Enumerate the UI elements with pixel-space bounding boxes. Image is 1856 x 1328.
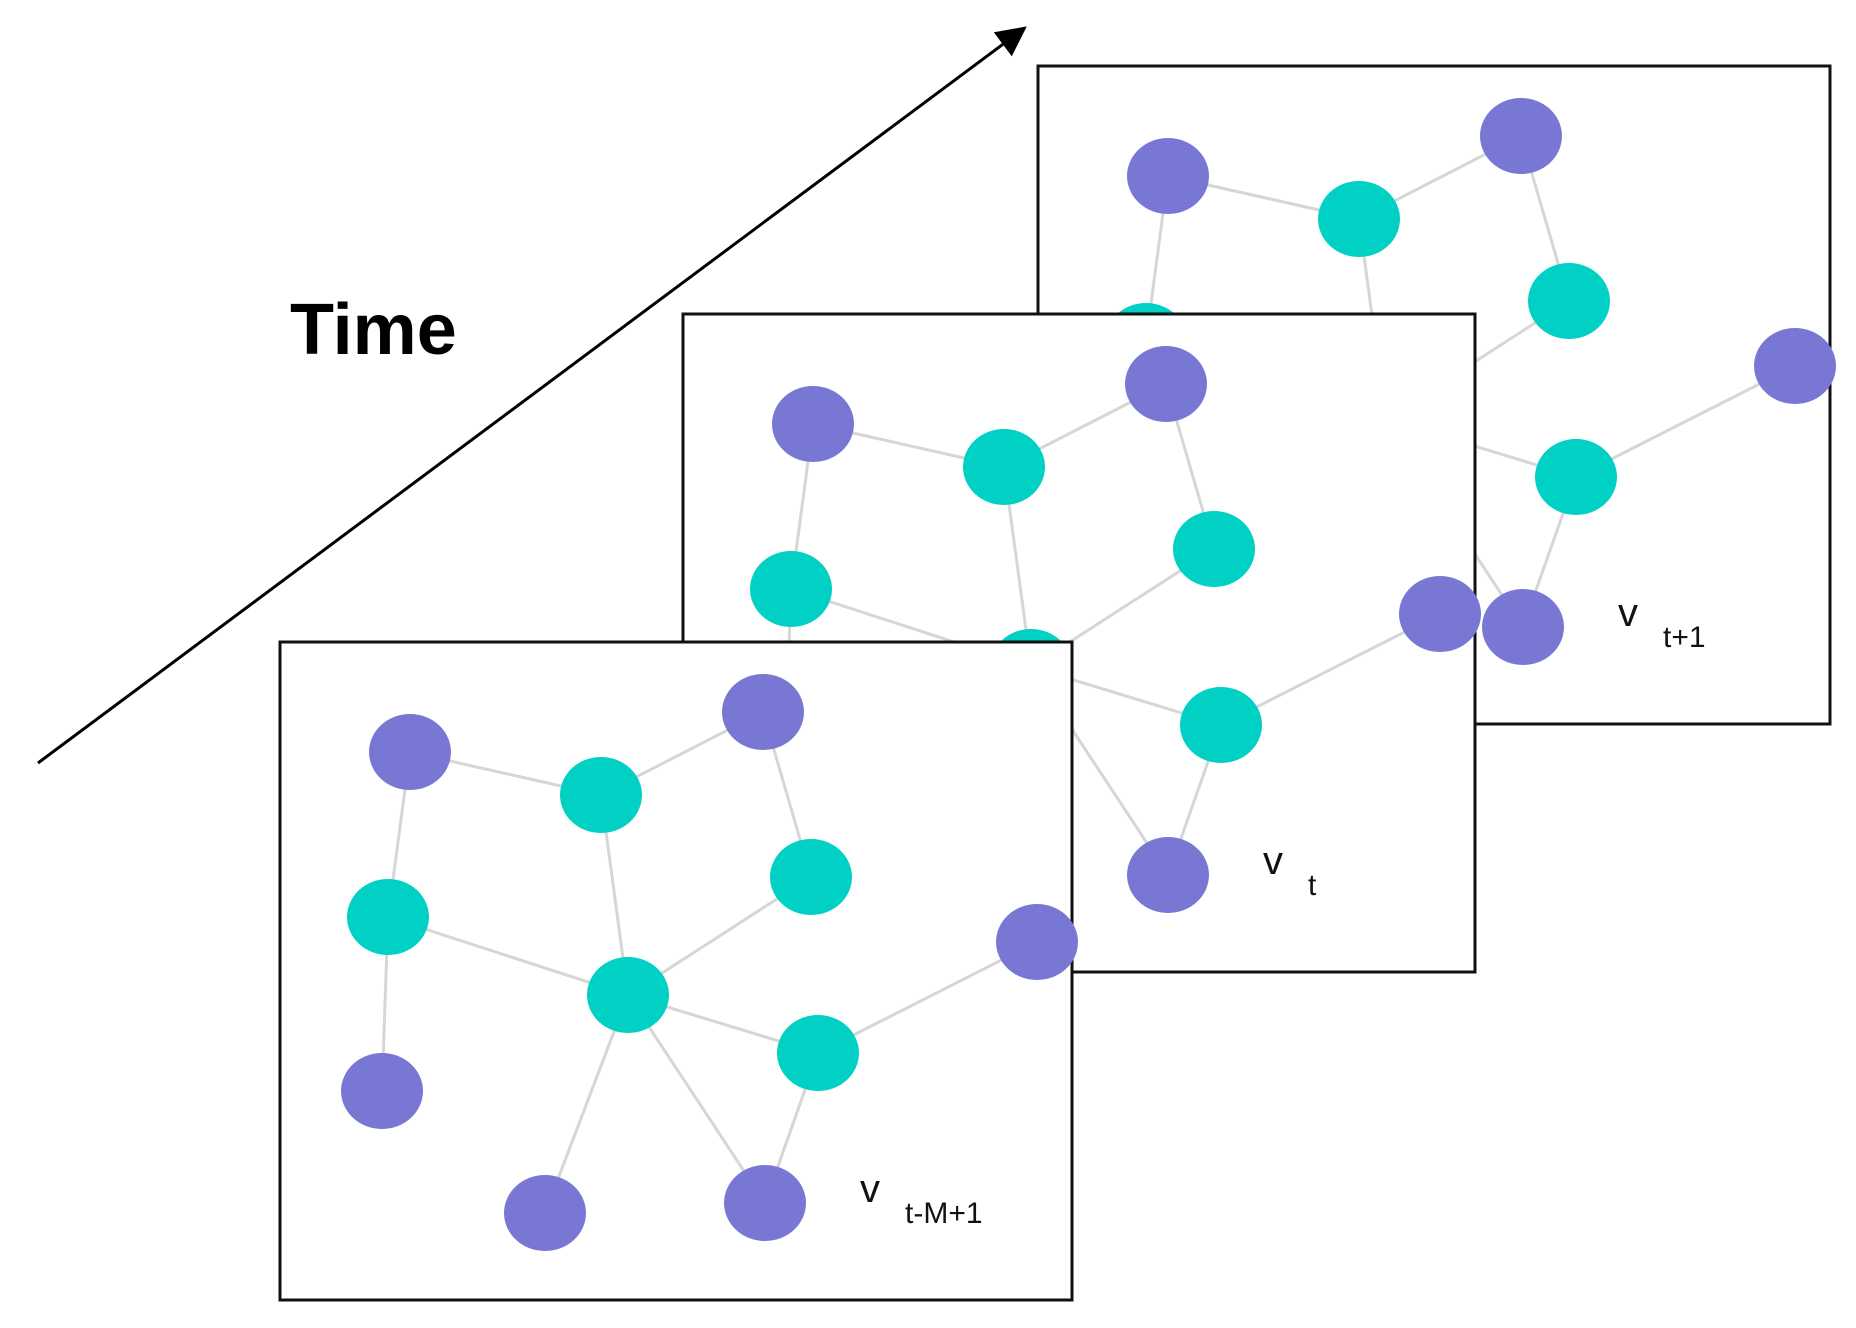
graph-edge: [387, 915, 629, 997]
purple-node: [1480, 98, 1562, 174]
teal-node: [963, 429, 1045, 505]
teal-node: [750, 551, 832, 627]
graph-edge: [1575, 364, 1796, 479]
purple-node: [341, 1053, 423, 1129]
purple-node: [722, 674, 804, 750]
purple-node: [1754, 328, 1836, 404]
purple-node: [1127, 138, 1209, 214]
time-label: Time: [290, 290, 457, 370]
purple-node: [1399, 576, 1481, 652]
purple-node: [1127, 837, 1209, 913]
frame-label-main: v: [860, 1167, 880, 1211]
purple-node: [772, 386, 854, 462]
graph-frame-t-minus-M-plus-1: v t-M+1: [278, 640, 1078, 1302]
frame-label-subscript: t: [1308, 869, 1317, 902]
graph-edge: [1220, 612, 1441, 727]
teal-node: [770, 839, 852, 915]
teal-node: [1318, 181, 1400, 257]
frame-label-main: v: [1618, 591, 1638, 635]
frame-label-main: v: [1263, 839, 1283, 883]
purple-node: [996, 904, 1078, 980]
purple-node: [1482, 589, 1564, 665]
teal-node: [347, 879, 429, 955]
teal-node: [560, 757, 642, 833]
graph-edge: [543, 994, 630, 1214]
graph-edge: [817, 940, 1038, 1055]
purple-node: [369, 714, 451, 790]
purple-node: [1125, 346, 1207, 422]
graph-edge: [626, 994, 767, 1204]
purple-node: [504, 1175, 586, 1251]
frame-label-subscript: t+1: [1663, 621, 1706, 654]
teal-node: [777, 1015, 859, 1091]
teal-node: [1180, 687, 1262, 763]
teal-node: [1535, 439, 1617, 515]
frame-label-subscript: t-M+1: [905, 1197, 983, 1230]
time-arrow: [37, 26, 1027, 765]
teal-node: [587, 957, 669, 1033]
purple-node: [724, 1165, 806, 1241]
teal-node: [1173, 511, 1255, 587]
teal-node: [1528, 263, 1610, 339]
